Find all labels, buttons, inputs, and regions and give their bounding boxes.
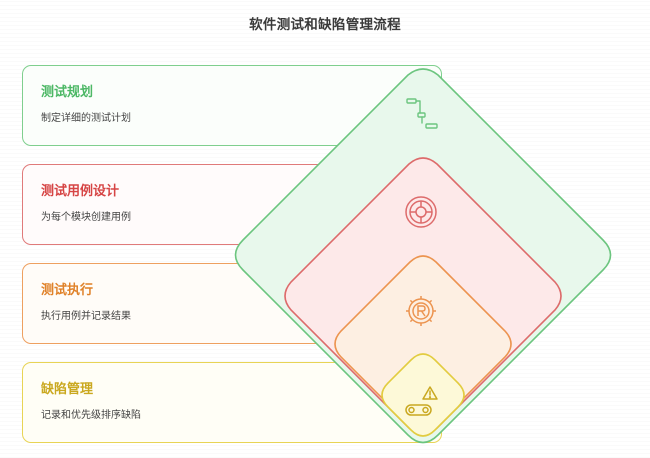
- step-title: 测试执行: [41, 283, 94, 298]
- page-title: 软件测试和缺陷管理流程: [249, 17, 401, 33]
- step-title: 测试用例设计: [41, 184, 120, 199]
- step-card-test-planning: 测试规划 制定详细的测试计划: [22, 65, 442, 146]
- step-title: 测试规划: [41, 85, 94, 100]
- step-description: 执行用例并记录结果: [41, 311, 131, 322]
- step-description: 制定详细的测试计划: [41, 113, 131, 124]
- step-description: 记录和优先级排序缺陷: [41, 410, 141, 421]
- step-title: 缺陷管理: [41, 382, 94, 397]
- step-description: 为每个模块创建用例: [41, 212, 131, 223]
